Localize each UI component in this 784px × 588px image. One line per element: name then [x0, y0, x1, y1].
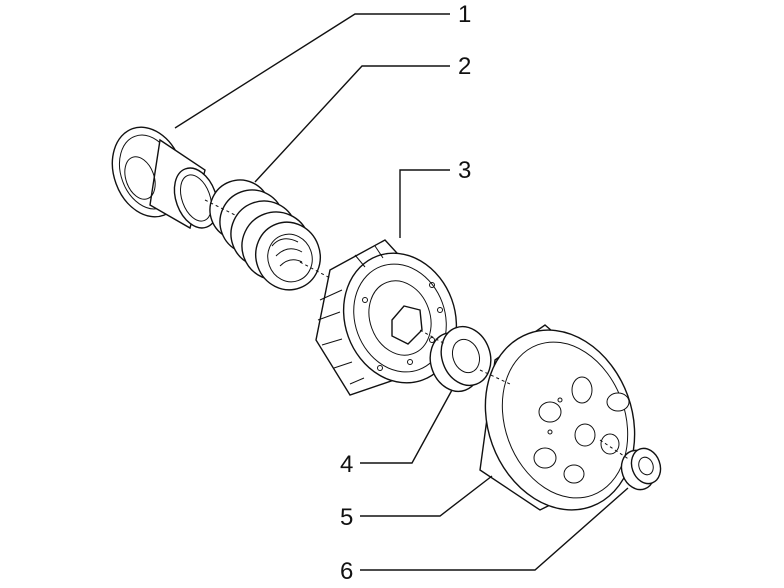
part-3-clutch-carrier — [315, 239, 458, 396]
callout-6: 6 — [340, 558, 353, 585]
leader-lines — [174, 13, 629, 571]
callout-1: 1 — [458, 1, 471, 28]
assembly-axis — [204, 199, 631, 461]
part-6-end-nut — [620, 447, 662, 491]
part-5-clutch-bell — [479, 324, 636, 511]
part-2-spring — [209, 179, 321, 291]
callout-4: 4 — [340, 451, 353, 478]
callout-2: 2 — [458, 53, 471, 80]
part-4-nut — [429, 325, 492, 393]
part-1-sleeve — [111, 126, 219, 230]
callout-3: 3 — [458, 157, 471, 184]
callout-5: 5 — [340, 504, 353, 531]
callout-labels: 1 2 3 4 5 6 — [340, 1, 471, 585]
